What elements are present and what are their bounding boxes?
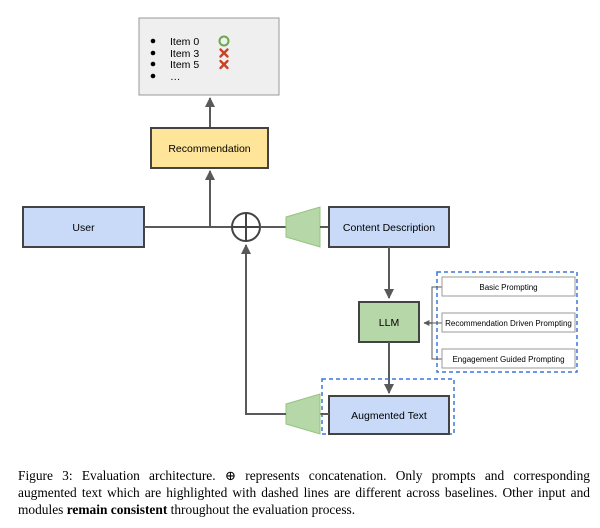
caption-text: Figure 3: Evaluation architecture. ⊕ rep… bbox=[18, 468, 590, 517]
content-description-node: Content Description bbox=[328, 206, 450, 248]
llm-label: LLM bbox=[379, 317, 399, 329]
bullet-icon bbox=[150, 38, 156, 44]
output-item-label: Item 5 bbox=[170, 59, 199, 71]
figure-caption: Figure 3: Evaluation architecture. ⊕ rep… bbox=[18, 467, 590, 518]
user-label: User bbox=[72, 222, 95, 234]
recommendation-node: Recommendation bbox=[150, 127, 269, 169]
prompt-label: Engagement Guided Prompting bbox=[452, 355, 564, 364]
content-encoder-icon bbox=[285, 206, 321, 248]
recommendation-output-box: Item 0 Item 3 Item 5 … bbox=[138, 17, 280, 96]
caption-bold-text: remain consistent bbox=[66, 502, 168, 517]
augmented-text-node: Augmented Text bbox=[328, 395, 450, 435]
user-node: User bbox=[22, 206, 145, 248]
output-item-label: … bbox=[170, 71, 181, 83]
output-item: … bbox=[150, 71, 181, 83]
check-circle-icon bbox=[218, 35, 230, 47]
prompt-item: Engagement Guided Prompting bbox=[441, 348, 576, 369]
output-item: Item 3 bbox=[150, 48, 229, 60]
cross-icon bbox=[219, 48, 229, 58]
bullet-icon bbox=[150, 73, 156, 79]
augmented-text-label: Augmented Text bbox=[351, 410, 427, 422]
output-item: Item 5 bbox=[150, 59, 229, 71]
caption-text-end: throughout the evaluation process. bbox=[167, 502, 356, 517]
prompts-group: Basic Prompting Recommendation Driven Pr… bbox=[423, 271, 578, 373]
content-description-label: Content Description bbox=[343, 222, 435, 234]
concat-icon bbox=[231, 212, 261, 242]
augmented-encoder-icon bbox=[285, 393, 321, 435]
llm-node: LLM bbox=[358, 301, 420, 343]
cross-icon bbox=[219, 59, 229, 70]
prompts-dashed-frame bbox=[436, 271, 578, 373]
output-item: Item 0 bbox=[150, 35, 230, 48]
bullet-icon bbox=[150, 61, 156, 67]
recommendation-label: Recommendation bbox=[168, 143, 250, 155]
augmented-to-concat-arrow bbox=[241, 244, 286, 415]
output-item-label: Item 0 bbox=[170, 36, 199, 48]
output-item-label: Item 3 bbox=[170, 48, 199, 60]
prompt-item: Recommendation Driven Prompting bbox=[441, 312, 576, 333]
prompt-label: Basic Prompting bbox=[479, 283, 537, 292]
prompt-label: Recommendation Driven Prompting bbox=[445, 319, 572, 328]
prompt-item: Basic Prompting bbox=[441, 276, 576, 297]
architecture-diagram: Item 0 Item 3 Item 5 … Recomm bbox=[22, 17, 578, 435]
bullet-icon bbox=[150, 50, 156, 56]
